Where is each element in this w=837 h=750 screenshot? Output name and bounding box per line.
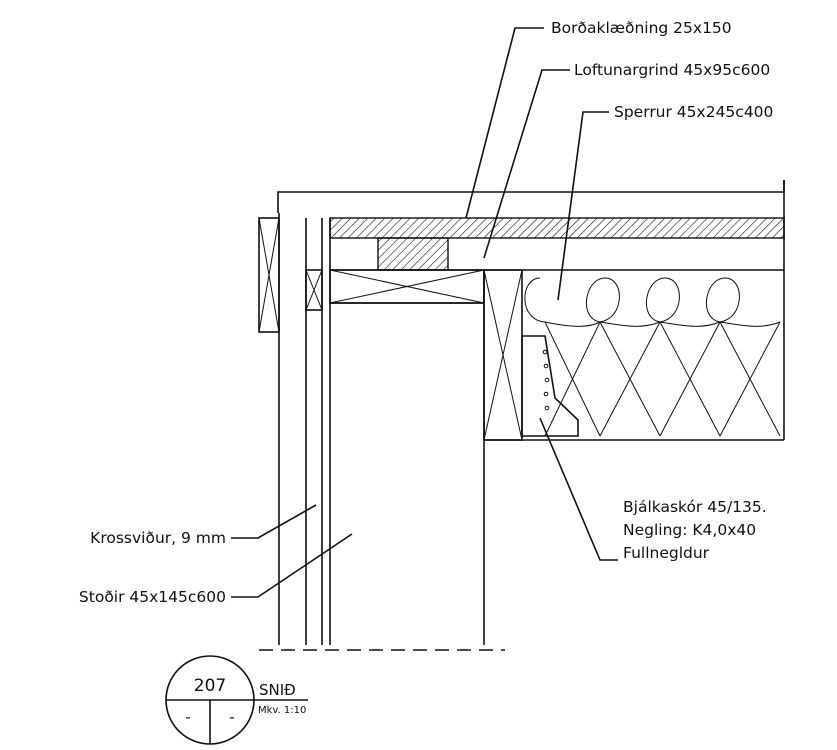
rim-joist: [483, 269, 523, 441]
section-tag-sub-left: -: [185, 708, 190, 726]
label-loftunargrind: Loftunargrind 45x95c600: [574, 61, 770, 79]
label-negling: Negling: K4,0x40: [623, 521, 756, 539]
section-tag: 207 SNIÐ Mkv. 1:10 - -: [165, 655, 308, 745]
leader-lines: [231, 27, 618, 598]
joist-hanger: [521, 335, 579, 437]
section-tag-sub-right: -: [229, 708, 234, 726]
exterior-cladding-block: [258, 217, 280, 333]
wall-section: [278, 213, 485, 645]
ventilation-batten: [377, 237, 449, 271]
roof-boarding: [329, 217, 785, 239]
section-tag-number: 207: [194, 676, 226, 696]
section-tag-scale: Mkv. 1:10: [258, 705, 306, 716]
label-krossvidur: Krossviður, 9 mm: [90, 529, 226, 547]
top-plate: [329, 269, 485, 304]
label-bjalkaskor: Bjálkaskór 45/135.: [623, 498, 767, 516]
label-fullnegldur: Fullnegldur: [623, 544, 710, 562]
section-tag-title: SNIÐ: [259, 681, 296, 699]
label-sperrur: Sperrur 45x245c400: [614, 103, 773, 121]
label-bordaklaedning: Borðaklæðning 25x150: [551, 19, 732, 37]
insulation: [524, 277, 781, 437]
label-stodir: Stoðir 45x145c600: [79, 588, 226, 606]
